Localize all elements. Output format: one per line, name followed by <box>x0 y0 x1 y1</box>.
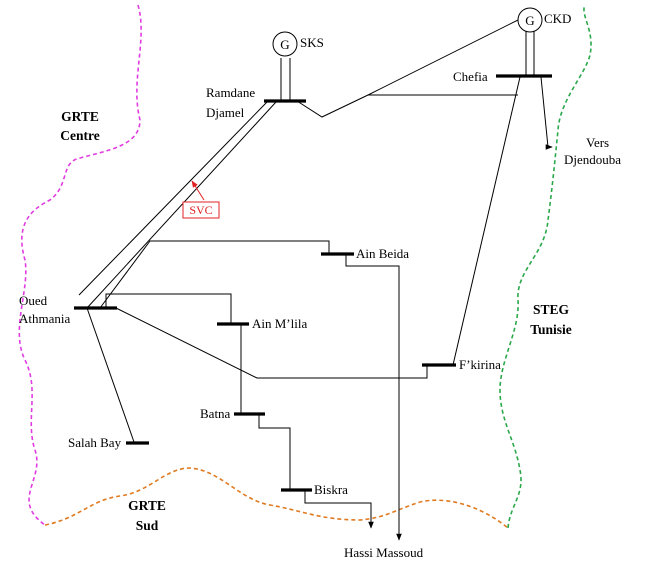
generator-ckd-icon <box>517 7 543 33</box>
region-grte-centre-line1: GRTE <box>61 109 99 124</box>
boundary-grte-sud <box>44 467 509 529</box>
svc-arrow <box>191 180 205 201</box>
label-ain-mlila: Ain M’lila <box>252 316 307 331</box>
label-oued-line1: Oued <box>19 293 48 308</box>
generator-sks-symbol: G <box>280 37 289 52</box>
region-steg-tunisie-line2: Tunisie <box>530 322 572 337</box>
label-ain-beida: Ain Beida <box>356 246 409 261</box>
generator-ckd-label: CKD <box>544 11 571 26</box>
label-ramdane-line1: Ramdane <box>206 85 255 100</box>
generator-sks-label: SKS <box>300 35 324 50</box>
label-biskra: Biskra <box>314 482 348 497</box>
boundary-steg-tunisie <box>499 4 592 529</box>
label-vers: Vers <box>586 135 609 150</box>
generator-sks-icon <box>272 31 298 57</box>
transmission-lines <box>78 18 553 541</box>
region-grte-sud-line1: GRTE <box>128 498 166 513</box>
label-salah-bay: Salah Bay <box>68 435 122 450</box>
label-batna: Batna <box>200 406 231 421</box>
label-oued-line2: Athmania <box>19 311 70 326</box>
label-djendouba: Djendouba <box>564 152 621 167</box>
label-ramdane-line2: Djamel <box>206 105 245 120</box>
svc-label: SVC <box>189 203 212 217</box>
svc-box <box>182 201 220 219</box>
region-grte-centre-line2: Centre <box>60 128 100 143</box>
region-steg-tunisie-line1: STEG <box>533 302 570 317</box>
label-hassi-massoud: Hassi Massoud <box>344 545 424 560</box>
region-grte-sud-line2: Sud <box>136 518 159 533</box>
bus-bars <box>74 74 552 492</box>
label-chefia: Chefia <box>453 69 488 84</box>
label-fkirina: F’kirina <box>459 357 501 372</box>
generator-ckd-symbol: G <box>525 13 534 28</box>
boundary-grte-centre <box>18 4 142 526</box>
